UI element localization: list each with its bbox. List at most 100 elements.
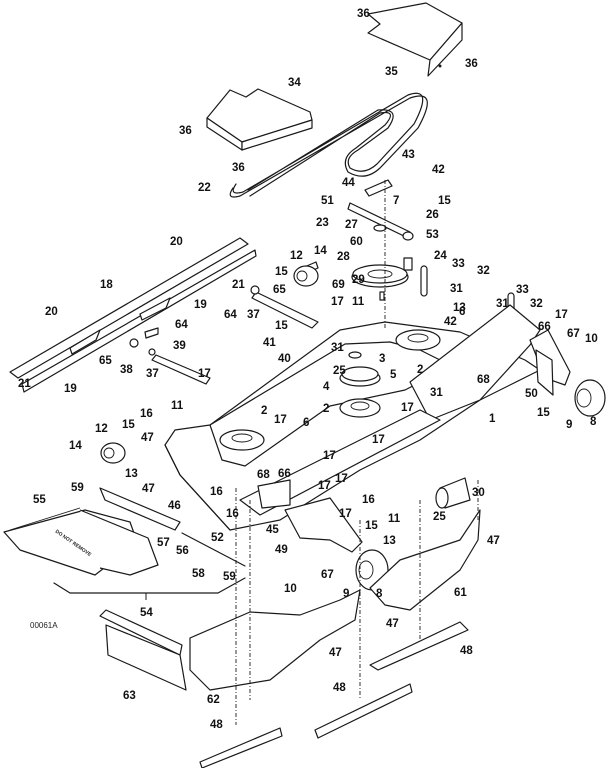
- callout: 48: [210, 719, 223, 731]
- callout: 50: [525, 388, 538, 400]
- callout: 60: [350, 236, 363, 248]
- callout: 23: [316, 217, 329, 229]
- callout: 31: [430, 387, 443, 399]
- callout: 61: [454, 587, 467, 599]
- callout: 66: [538, 321, 551, 333]
- callout: 18: [100, 279, 113, 291]
- callout: 7: [393, 195, 399, 207]
- callout: 59: [223, 571, 236, 583]
- callout: 34: [288, 77, 301, 89]
- callout: 8: [590, 416, 597, 428]
- callout: 9: [566, 419, 572, 431]
- callout: 16: [210, 486, 223, 498]
- callout: 21: [232, 279, 245, 291]
- callout: 10: [284, 583, 297, 595]
- anti-scalp-roller: [435, 477, 471, 509]
- callout: 32: [530, 298, 543, 310]
- callout: 39: [173, 340, 186, 352]
- callout: 1: [489, 413, 496, 425]
- callout-labels: 36 36 35 34 36 36 22 43 42 44 51 7 15 26…: [18, 8, 598, 731]
- callout: 15: [275, 266, 288, 278]
- callout: 21: [18, 378, 31, 390]
- callout: 58: [192, 568, 205, 580]
- callout: 10: [585, 333, 598, 345]
- mower-deck: [164, 304, 541, 531]
- callout: 30: [472, 487, 485, 499]
- deck-skirt-front: [189, 589, 361, 691]
- discharge-chute: DO NOT REMOVE: [3, 487, 181, 576]
- callout: 47: [142, 483, 155, 495]
- callout: 65: [99, 355, 112, 367]
- callout: 42: [444, 316, 457, 328]
- callout: 32: [477, 265, 490, 277]
- callout: 12: [95, 423, 108, 435]
- callout: 25: [433, 511, 446, 523]
- callout: 36: [465, 58, 478, 70]
- callout: 63: [123, 690, 136, 702]
- callout: 36: [357, 8, 370, 20]
- callout: 55: [33, 494, 46, 506]
- callout: 17: [198, 368, 211, 380]
- callout: 33: [516, 284, 529, 296]
- gauge-wheels: [100, 265, 319, 464]
- spindle-pulleys: [219, 329, 441, 451]
- callout: 28: [337, 251, 350, 263]
- idler-arm-assembly: [347, 179, 414, 301]
- callout: 5: [390, 369, 397, 381]
- callout: 44: [342, 177, 355, 189]
- chain-upper: [420, 265, 428, 297]
- callout: 69: [332, 279, 345, 291]
- callout: 17: [274, 414, 287, 426]
- callout: 6: [459, 306, 465, 318]
- callout: 13: [125, 468, 138, 480]
- callout: 66: [278, 468, 291, 480]
- callout: 42: [432, 164, 445, 176]
- callout: 17: [335, 473, 348, 485]
- callout: 17: [555, 309, 568, 321]
- callout: 14: [69, 440, 82, 452]
- callout: 54: [140, 607, 153, 619]
- callout: 17: [318, 480, 331, 492]
- callout: 29: [352, 274, 365, 286]
- callout: 68: [257, 469, 270, 481]
- callout: 13: [453, 302, 466, 314]
- callout: 52: [211, 532, 224, 544]
- callout: 41: [263, 337, 276, 349]
- callout: 14: [314, 245, 327, 257]
- callout: 31: [450, 283, 463, 295]
- callout: 31: [496, 298, 509, 310]
- callout: 17: [323, 450, 336, 462]
- callout: 35: [385, 66, 398, 78]
- callout: 17: [372, 434, 385, 446]
- callout: 15: [537, 407, 550, 419]
- callout: 68: [477, 374, 490, 386]
- callout: 49: [275, 544, 288, 556]
- callout: 16: [140, 408, 153, 420]
- callout: 51: [321, 195, 334, 207]
- callout: 2: [261, 405, 267, 417]
- drawing-code: 00061A: [30, 621, 58, 630]
- blades: [199, 621, 469, 768]
- height-adjust-rods: [129, 261, 319, 385]
- callout: 19: [194, 299, 207, 311]
- callout: 6: [303, 417, 309, 429]
- callout: 11: [388, 513, 401, 525]
- callout: 37: [146, 368, 159, 380]
- callout: 11: [352, 296, 365, 308]
- chute-assembly-bracket: [53, 577, 246, 594]
- callout: 25: [333, 365, 346, 377]
- callout: 62: [207, 694, 220, 706]
- callout: 17: [331, 296, 344, 308]
- callout: 2: [323, 403, 329, 415]
- callout: 20: [170, 236, 183, 248]
- callout: 43: [402, 149, 415, 161]
- callout: 17: [401, 402, 414, 414]
- callout: 15: [438, 195, 451, 207]
- callout: 16: [362, 494, 375, 506]
- mulching-plate: [99, 609, 187, 691]
- callout: 36: [179, 125, 192, 137]
- callout: 4: [323, 381, 330, 393]
- callout: 22: [198, 182, 211, 194]
- callout: 47: [329, 647, 342, 659]
